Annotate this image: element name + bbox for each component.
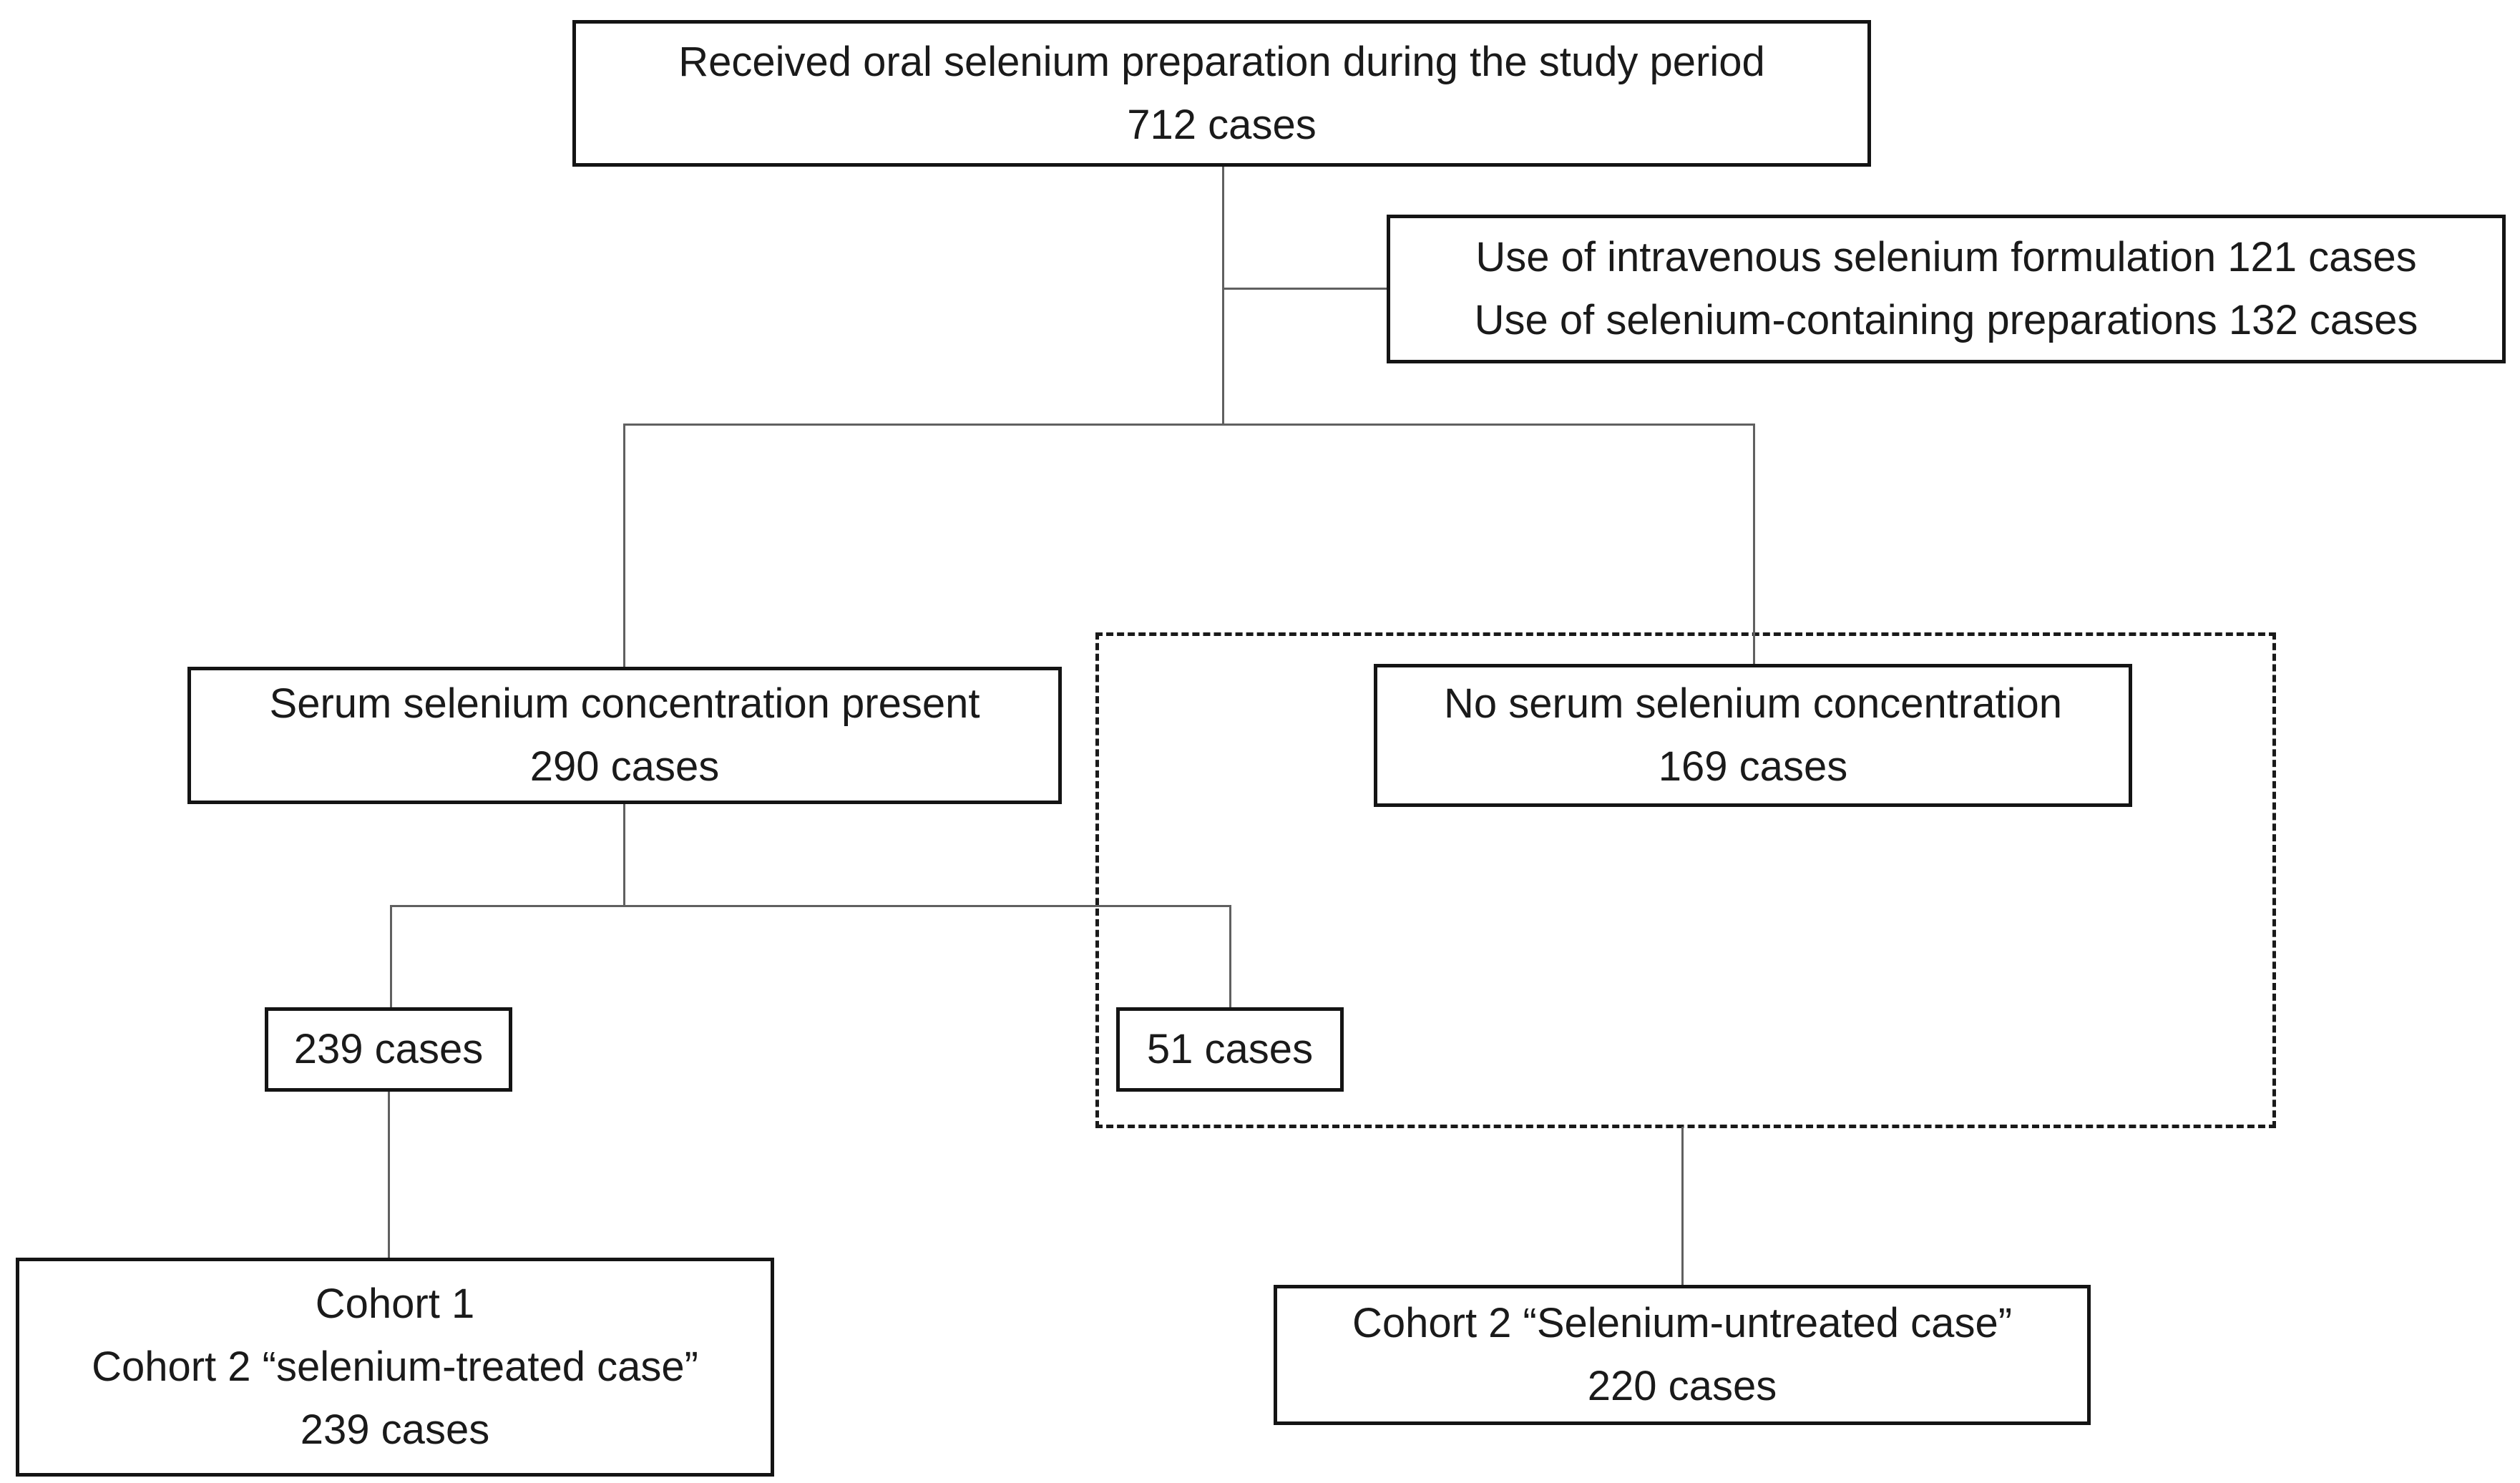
box-text-line: 712 cases: [1127, 101, 1317, 148]
box-51-cases: 51 cases: [1116, 1007, 1344, 1092]
box-received-oral-selenium: Received oral selenium preparation durin…: [572, 20, 1871, 167]
box-no-serum-selenium: No serum selenium concentration 169 case…: [1374, 664, 2132, 807]
box-cohort1-selenium-treated: Cohort 1 Cohort 2 “selenium-treated case…: [16, 1258, 774, 1477]
connector-split1-to-serum: [623, 424, 625, 668]
box-cohort2-selenium-untreated: Cohort 2 “Selenium-untreated case” 220 c…: [1274, 1285, 2091, 1425]
box-text-line: 239 cases: [300, 1406, 490, 1453]
box-excluded-cases: Use of intravenous selenium formulation …: [1387, 215, 2506, 363]
connector-split2-to-51: [1229, 905, 1231, 1009]
box-text-line: No serum selenium concentration: [1444, 680, 2062, 727]
connector-split1-to-noserum: [1753, 424, 1755, 665]
connector-split1: [623, 424, 1755, 426]
connector-split2-to-239: [390, 905, 392, 1009]
connector-239-to-cohort1: [388, 1090, 390, 1259]
box-text-line: 239 cases: [293, 1026, 484, 1072]
connector-dashed-to-cohort2: [1681, 1127, 1684, 1286]
box-text-line: Cohort 1: [315, 1281, 475, 1327]
box-text-line: 169 cases: [1658, 743, 1848, 790]
box-text-line: Serum selenium concentration present: [269, 680, 980, 727]
connector-top-to-split: [1222, 167, 1224, 425]
box-text-line: Received oral selenium preparation durin…: [678, 38, 1765, 85]
box-serum-selenium-present: Serum selenium concentration present 290…: [187, 667, 1062, 804]
box-text-line: Use of selenium-containing preparations …: [1474, 297, 2418, 343]
box-text-line: Cohort 2 “Selenium-untreated case”: [1352, 1300, 2013, 1346]
box-text-line: 220 cases: [1587, 1363, 1777, 1409]
connector-split2: [390, 905, 1231, 907]
box-text-line: 51 cases: [1146, 1026, 1314, 1072]
connector-branch-to-excluded: [1222, 288, 1388, 290]
box-239-cases: 239 cases: [265, 1007, 512, 1092]
dashed-exclusion-region: [1095, 632, 2276, 1128]
box-text-line: Use of intravenous selenium formulation …: [1475, 234, 2417, 280]
connector-serum-to-split2: [623, 803, 625, 906]
box-text-line: Cohort 2 “selenium-treated case”: [92, 1343, 698, 1390]
box-text-line: 290 cases: [529, 743, 720, 790]
